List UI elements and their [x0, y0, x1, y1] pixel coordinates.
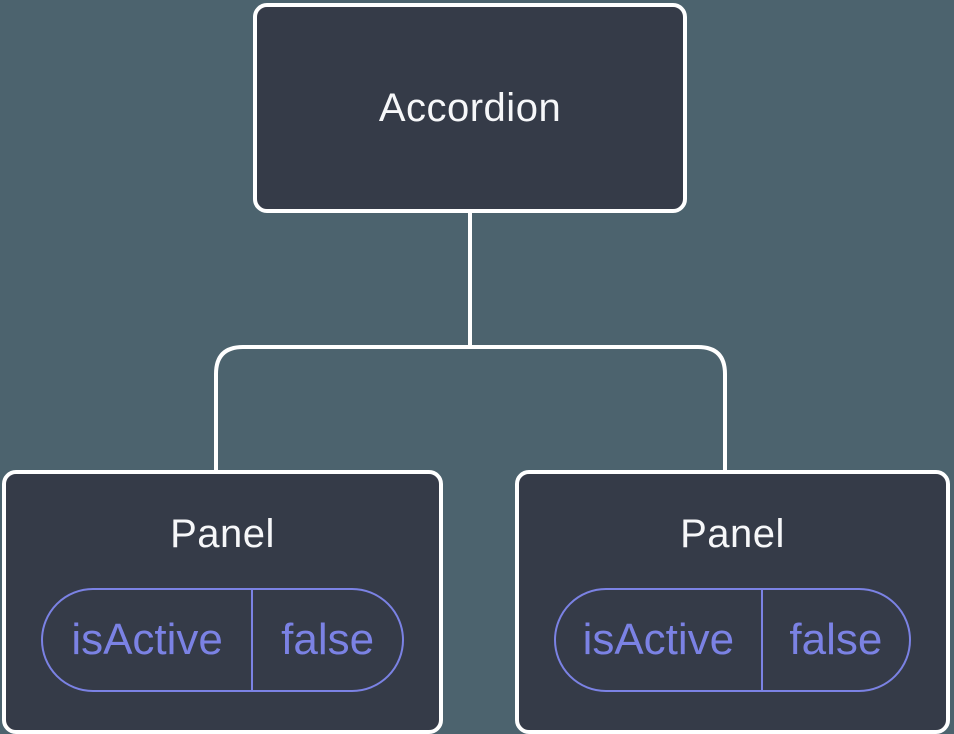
node-accordion: Accordion	[253, 3, 687, 213]
prop-pill-left: isActive false	[41, 588, 404, 692]
prop-name: isActive	[43, 590, 254, 690]
node-panel-left-label: Panel	[170, 512, 275, 556]
node-panel-right-label: Panel	[680, 512, 785, 556]
node-panel-right: Panel isActive false	[515, 470, 950, 734]
prop-value: false	[281, 615, 375, 664]
prop-name: isActive	[556, 590, 763, 690]
prop-value: false	[789, 615, 883, 664]
edge-panels-bracket	[214, 345, 727, 470]
node-panel-left: Panel isActive false	[2, 470, 443, 734]
node-accordion-label: Accordion	[378, 86, 562, 130]
prop-pill-right: isActive false	[554, 588, 911, 692]
